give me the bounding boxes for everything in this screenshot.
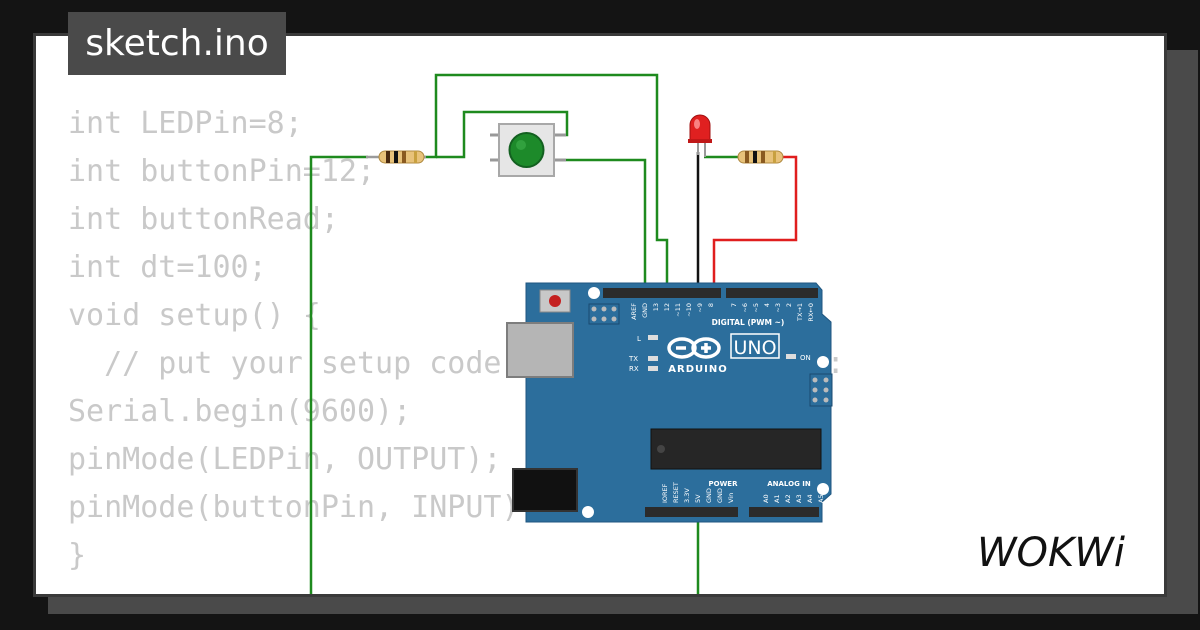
digital-header-2[interactable] (726, 288, 818, 298)
pin-label: 5V (694, 494, 702, 503)
code-line: Serial.begin(9600); (68, 394, 412, 429)
file-tab[interactable]: sketch.ino (68, 12, 286, 75)
pin-label: ~11 (674, 303, 682, 317)
pin-label: ~6 (741, 303, 749, 313)
led-tx-label: TX (628, 355, 638, 363)
atmega-chip (650, 428, 822, 470)
svg-text:WOKWi: WOKWi (977, 530, 1125, 576)
pin-label: A3 (795, 494, 803, 503)
wire-red-pin8[interactable] (712, 155, 798, 292)
pin-label: 3.3V (683, 488, 691, 503)
pin-label: GND (705, 488, 713, 503)
pin-label: A0 (762, 494, 770, 503)
led-l-label: L (637, 335, 641, 343)
pin-label: ~5 (752, 303, 760, 313)
power-header-label: POWER (709, 480, 739, 488)
pin-label: ~9 (696, 303, 704, 313)
pin-label: A5 (817, 494, 825, 503)
arduino-infinity-icon (667, 337, 721, 359)
pin-label: A4 (806, 494, 814, 503)
pin-label: A1 (773, 494, 781, 503)
code-line: int dt=100; (68, 250, 267, 285)
pin-label: IOREF (661, 483, 669, 503)
wire-button-to-pin12[interactable] (556, 158, 647, 292)
pin-label: Vin (727, 493, 735, 503)
code-line: int buttonRead; (68, 202, 339, 237)
pin-label: GND (641, 303, 649, 318)
digital-header-1[interactable] (603, 288, 721, 298)
pin-label: 12 (663, 303, 671, 311)
code-line: void setup() { (68, 298, 321, 333)
led-red[interactable] (688, 114, 712, 157)
power-header[interactable] (645, 507, 738, 517)
analog-header-label: ANALOG IN (767, 480, 811, 488)
pin-label: RX←0 (807, 303, 815, 322)
code-line: } (68, 538, 87, 573)
arduino-uno-board[interactable]: UNO ARDUINO DIGITAL (PWM ~) POWER ANALOG… (506, 282, 833, 523)
code-line: int buttonPin=12; (68, 154, 376, 189)
led-rx-label: RX (629, 365, 639, 373)
board-model-label: UNO (733, 337, 776, 359)
analog-header[interactable] (749, 507, 819, 517)
code-line: int LEDPin=8; (68, 106, 303, 141)
resistor-1[interactable] (366, 150, 426, 164)
code-line: pinMode(buttonPin, INPUT); (68, 490, 538, 525)
pin-label: RESET (672, 482, 680, 503)
pushbutton[interactable] (490, 123, 566, 177)
pin-label: GND (716, 488, 724, 503)
pin-label: 4 (763, 303, 771, 307)
pin-label: AREF (630, 303, 638, 320)
pin-label: 8 (707, 303, 715, 307)
pin-label: 13 (652, 303, 660, 311)
board-brand-label: ARDUINO (668, 364, 727, 375)
led-on-label: ON (800, 354, 811, 362)
pin-label: ~3 (774, 303, 782, 313)
code-line: pinMode(LEDPin, OUTPUT); (68, 442, 502, 477)
pin-label: A2 (784, 494, 792, 503)
pin-label: 7 (730, 303, 738, 307)
wire-resistor-to-bottom[interactable] (309, 155, 368, 594)
wires (309, 73, 798, 594)
digital-header-label: DIGITAL (PWM ~) (712, 318, 785, 327)
pin-label: ~10 (685, 303, 693, 317)
wokwi-logo: WOKWi (977, 530, 1125, 576)
pin-label: TX→1 (796, 303, 804, 322)
power-jack (512, 468, 578, 512)
usb-port (506, 322, 574, 378)
resistor-2[interactable] (737, 150, 784, 164)
pin-label: 2 (785, 303, 793, 307)
wire-resistor-loop[interactable] (423, 73, 669, 292)
